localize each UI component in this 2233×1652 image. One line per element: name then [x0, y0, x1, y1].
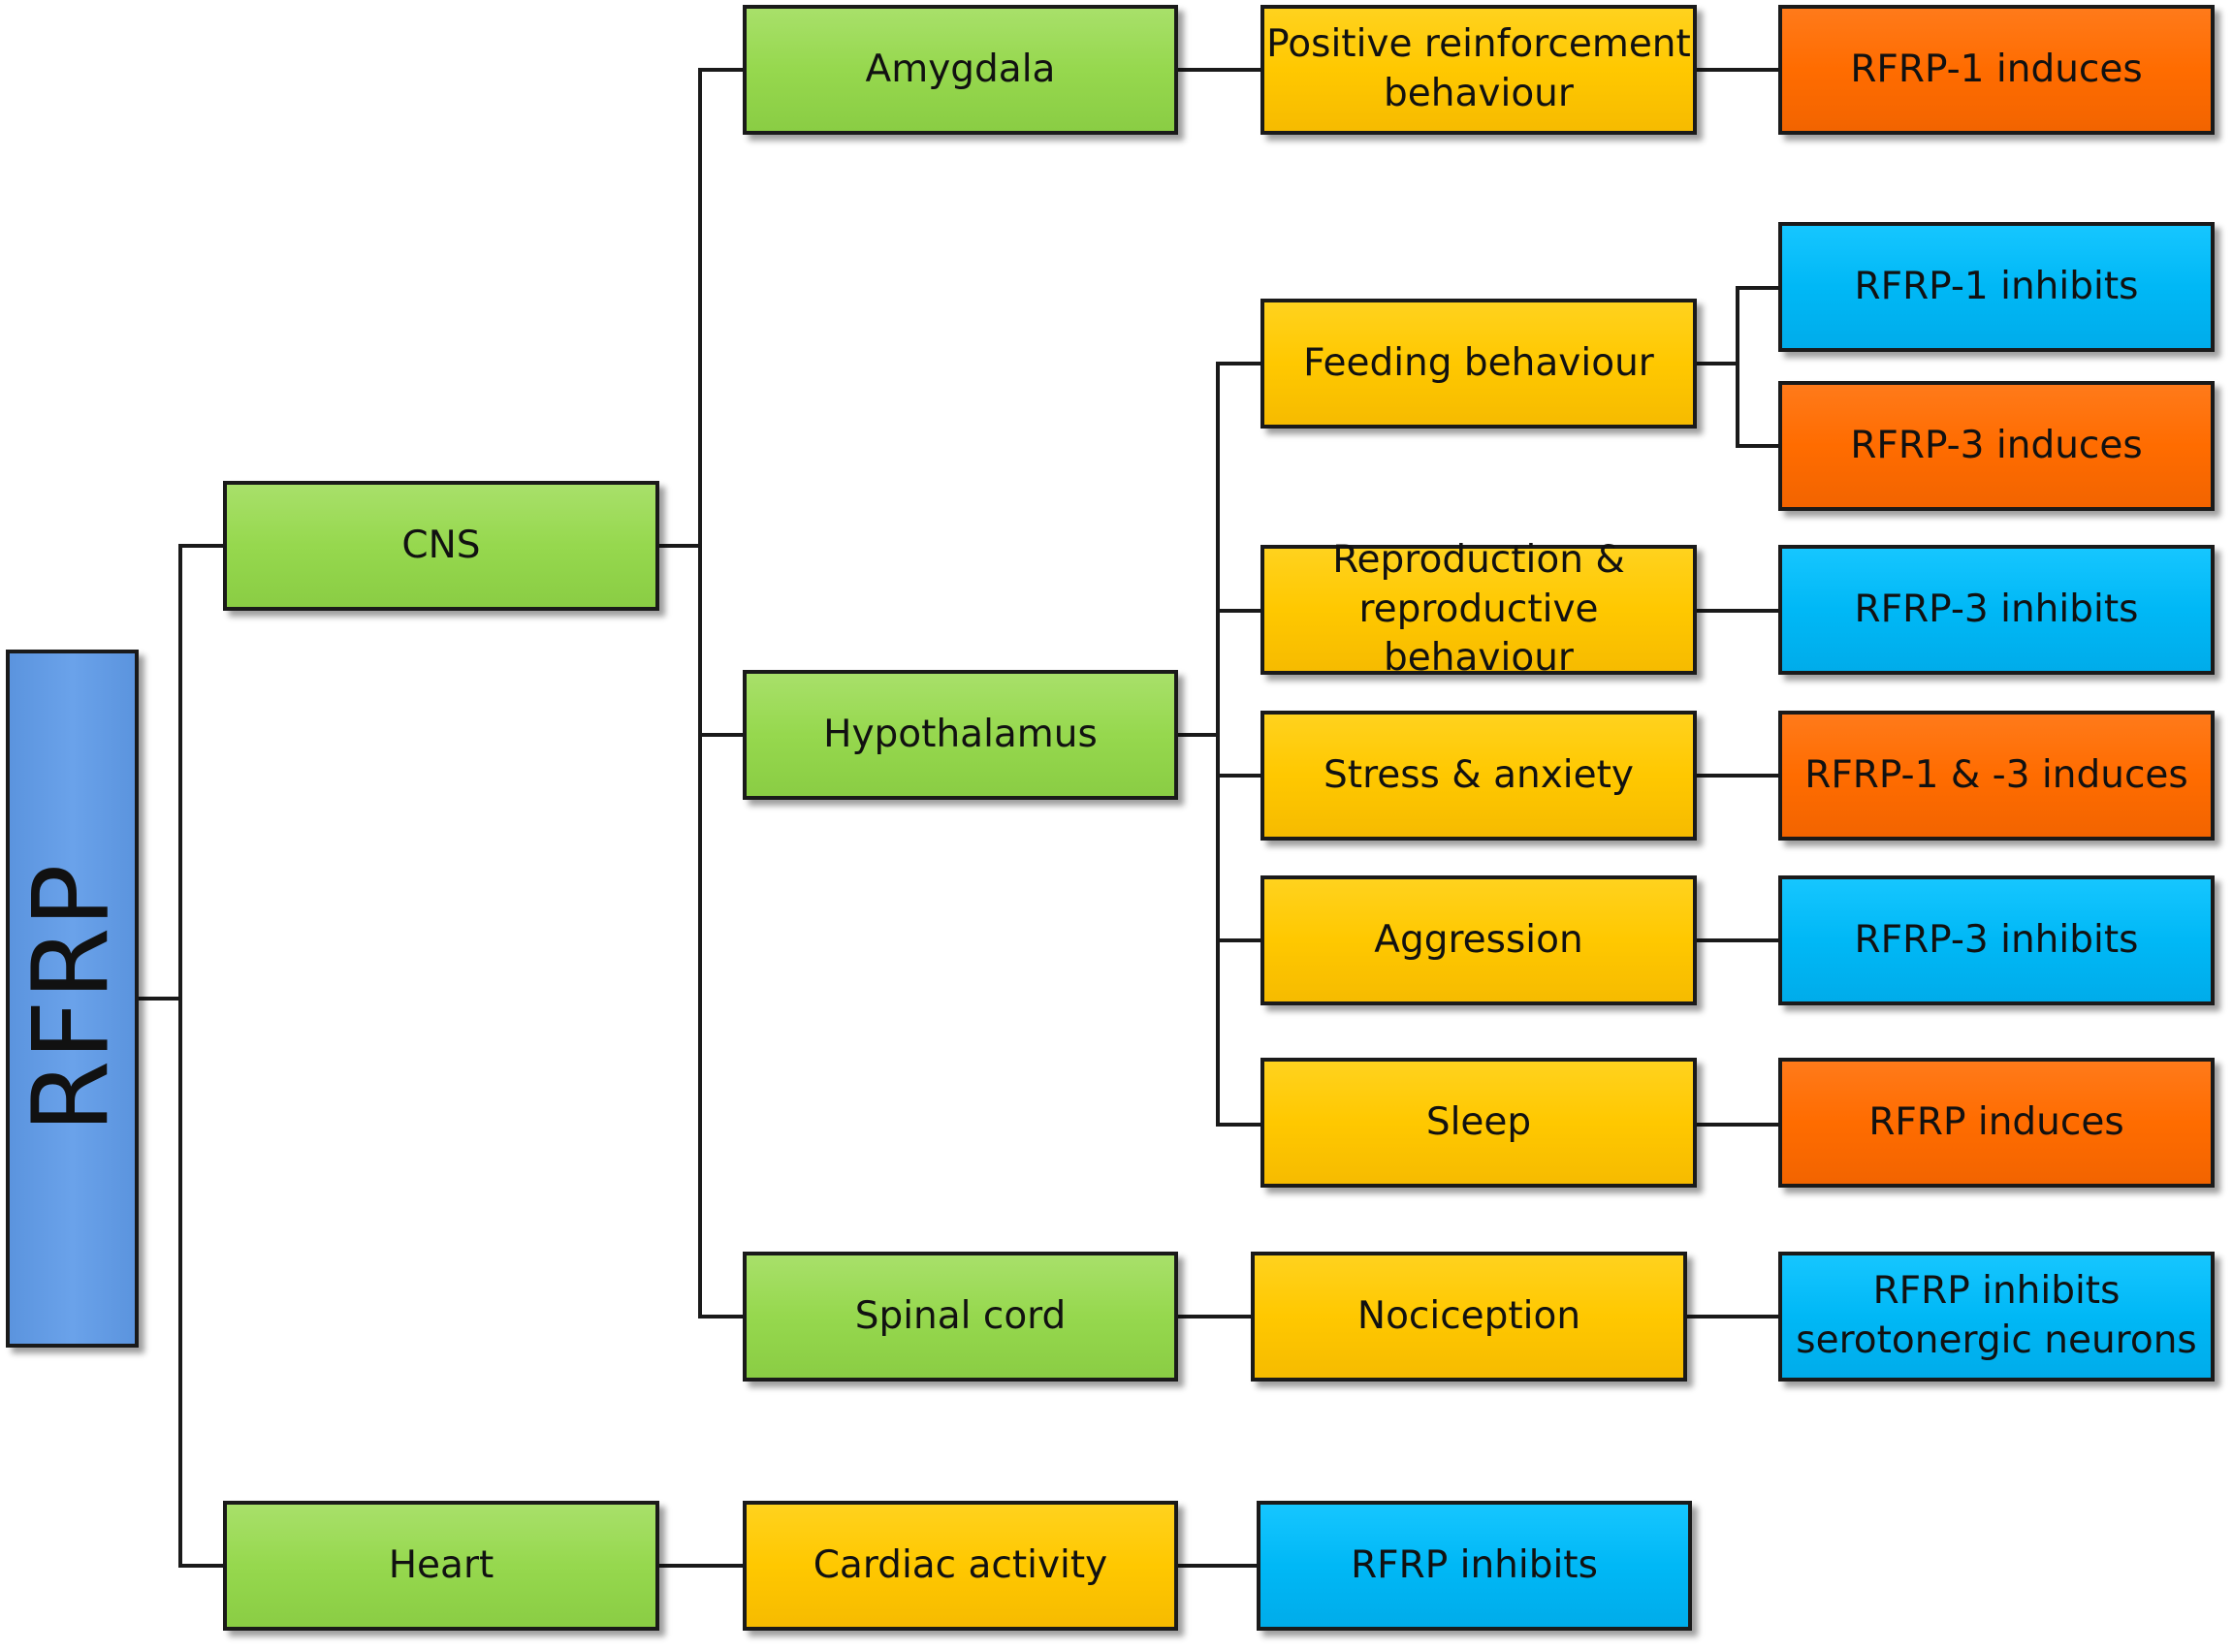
node-rfrp-inhibits-cardiac: RFRP inhibits: [1257, 1501, 1692, 1631]
node-spinal-cord: Spinal cord: [743, 1252, 1178, 1382]
node-rfrp3-induces: RFRP-3 induces: [1778, 381, 2215, 511]
node-rfrp-inhibits-serotonergic: RFRP inhibits serotonergic neurons: [1778, 1252, 2215, 1382]
node-positive-reinforcement: Positive reinforcement behaviour: [1260, 5, 1697, 135]
node-aggression: Aggression: [1260, 875, 1697, 1005]
node-rfrp1-3-induces: RFRP-1 & -3 induces: [1778, 711, 2215, 841]
node-rfrp-induces-sleep: RFRP induces: [1778, 1058, 2215, 1188]
node-stress-anxiety: Stress & anxiety: [1260, 711, 1697, 841]
node-rfrp3-inhibits-reproduction: RFRP-3 inhibits: [1778, 545, 2215, 675]
node-heart: Heart: [223, 1501, 659, 1631]
node-sleep: Sleep: [1260, 1058, 1697, 1188]
node-rfrp3-inhibits-aggression: RFRP-3 inhibits: [1778, 875, 2215, 1005]
node-hypothalamus: Hypothalamus: [743, 670, 1178, 800]
root-label: RFRP: [11, 864, 133, 1133]
node-cardiac-activity: Cardiac activity: [743, 1501, 1178, 1631]
node-cns: CNS: [223, 481, 659, 611]
node-rfrp1-inhibits: RFRP-1 inhibits: [1778, 222, 2215, 352]
node-nociception: Nociception: [1251, 1252, 1687, 1382]
node-reproduction: Reproduction & reproductive behaviour: [1260, 538, 1697, 680]
root-node-rfrp: RFRP: [6, 650, 139, 1348]
node-feeding-behaviour: Feeding behaviour: [1260, 299, 1697, 429]
node-amygdala: Amygdala: [743, 5, 1178, 135]
node-rfrp1-induces: RFRP-1 induces: [1778, 5, 2215, 135]
